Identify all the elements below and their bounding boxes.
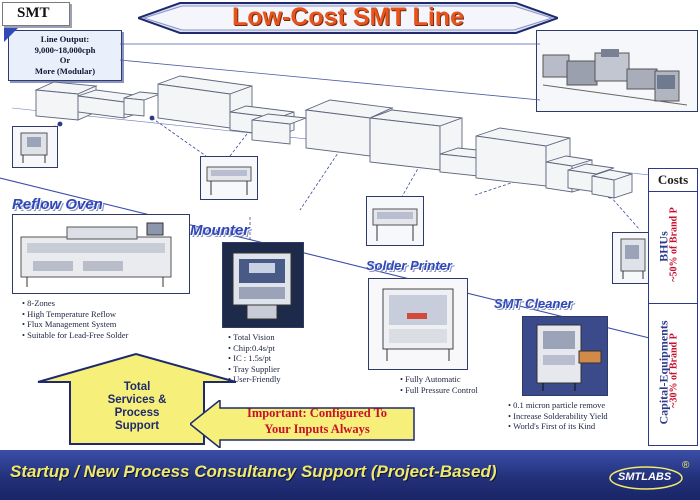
smt-tag-text: SMT [17, 5, 50, 21]
solder-printer-features: Fully Automatic Full Pressure Control [400, 374, 478, 395]
logo-swoosh-icon [609, 466, 683, 490]
printer-feature: Fully Automatic [400, 374, 478, 385]
mounter-feature: Chip:0.4s/pt [228, 343, 281, 354]
loader-thumbnail [12, 126, 58, 168]
costs-row-capital: Capital-Equipments ~30% of Brand P [649, 305, 697, 443]
cleaner-feature: Increase Solderability Yield [508, 411, 608, 422]
line-output-or: Or [59, 55, 71, 65]
support-line: Total [123, 381, 151, 393]
smt-cleaner-title: SMT Cleaner [494, 296, 573, 311]
mounter-feature: IC : 1.5s/pt [228, 353, 281, 364]
cleaner-feature: World's First of its Kind [508, 421, 608, 432]
page-title: Low-Cost SMT Line [232, 3, 464, 31]
mounter-photo [222, 242, 304, 328]
smt-cleaner-photo [522, 316, 608, 396]
mounter-feature: Tray Supplier [228, 364, 281, 375]
smt-cleaner-features: 0.1 micron particle remove Increase Sold… [508, 400, 608, 432]
support-arrow-text: Total Services & Process Support [70, 381, 204, 433]
mounter-title: Mounter [190, 222, 250, 239]
costs-row-bhus: BHUs ~50% of Brand P [649, 193, 697, 304]
line-output-modular: More (Modular) [34, 65, 96, 76]
printer-feature: Full Pressure Control [400, 385, 478, 396]
line-output-label: Line Output: [40, 34, 90, 44]
important-text: Important: Configured To Your Inputs Alw… [222, 405, 412, 437]
support-line: Services & [107, 394, 167, 406]
mounter-feature: User-Friendly [228, 374, 281, 385]
solder-printer-title: Solder Printer [366, 258, 452, 273]
reflow-feature: Suitable for Lead-Free Solder [22, 330, 128, 341]
reflow-feature: High Temperature Reflow [22, 309, 128, 320]
reflow-feature: 8-Zones [22, 298, 128, 309]
full-line-photo [536, 30, 698, 112]
costs-panel: Costs BHUs ~50% of Brand P Capital-Equip… [648, 168, 698, 446]
title-banner [138, 2, 558, 34]
cleaner-feature: 0.1 micron particle remove [508, 400, 608, 411]
conveyor-thumbnail-1 [200, 156, 258, 200]
conveyor-thumbnail-2 [366, 196, 424, 246]
reflow-oven-photo [12, 214, 190, 294]
mounter-features: Total Vision Chip:0.4s/pt IC : 1.5s/pt T… [228, 332, 281, 385]
reflow-oven-features: 8-Zones High Temperature Reflow Flux Man… [22, 298, 128, 340]
footer-text: Startup / New Process Consultancy Suppor… [10, 462, 497, 481]
capital-value: ~30% of Brand P [668, 333, 680, 408]
support-line: Process [114, 407, 160, 419]
line-output-range: 9,000~18,000cph [34, 44, 96, 55]
footer-banner: Startup / New Process Consultancy Suppor… [0, 450, 700, 500]
reflow-oven-title: Reflow Oven [12, 196, 103, 213]
line-output-fold [4, 28, 18, 42]
support-line: Support [114, 420, 160, 432]
solder-printer-photo [368, 278, 468, 370]
company-logo: SMTLABS ® [606, 460, 694, 494]
smt-tag: SMT [2, 2, 70, 26]
mounter-feature: Total Vision [228, 332, 281, 343]
bhus-value: ~50% of Brand P [668, 207, 680, 282]
costs-header: Costs [649, 169, 697, 192]
logo-text: SMTLABS [618, 471, 672, 483]
reflow-feature: Flux Management System [22, 319, 128, 330]
important-arrow [190, 400, 415, 448]
line-output-note: Line Output: 9,000~18,000cph Or More (Mo… [8, 30, 122, 81]
registered-mark: ® [682, 460, 690, 471]
important-line-1: Important: Configured To [246, 406, 388, 420]
important-line-2: Your Inputs Always [264, 422, 370, 436]
